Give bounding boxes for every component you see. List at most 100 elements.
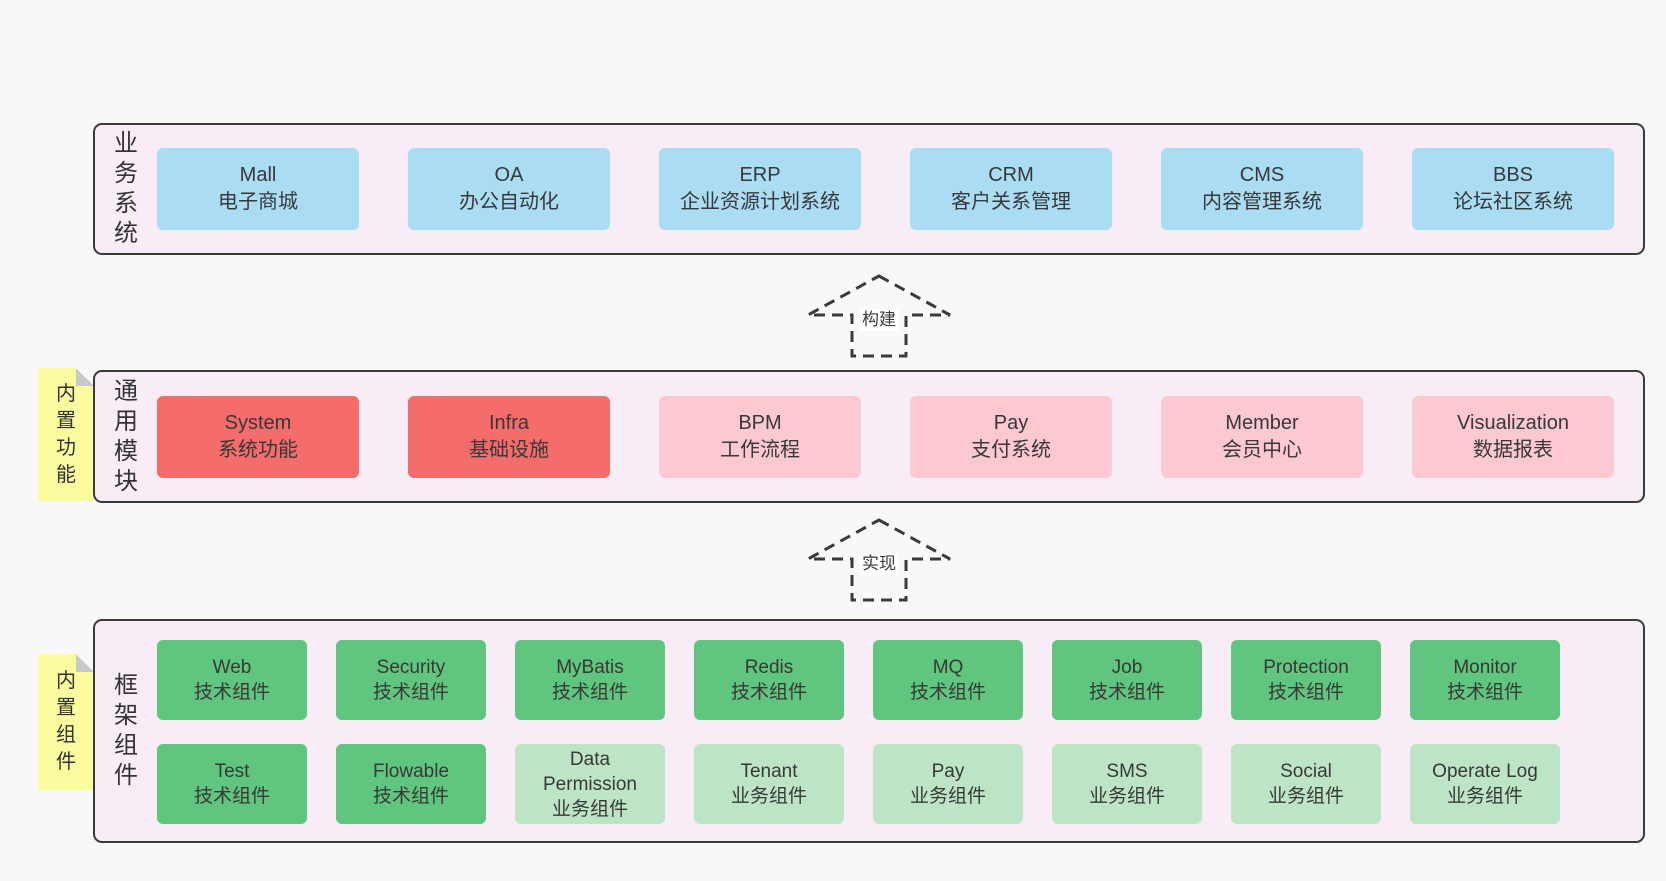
box-subtitle: 业务组件 [730, 786, 807, 807]
module-box: Infra 基础设施 [408, 395, 610, 478]
box-subtitle: 技术组件 [730, 682, 807, 703]
system-box: CMS 内容管理系统 [1161, 148, 1363, 230]
box-subtitle: 数据报表 [1473, 438, 1553, 461]
box-title: Protection [1263, 657, 1349, 678]
box-subtitle: 内容管理系统 [1202, 191, 1322, 213]
box-subtitle: 业务组件 [1088, 786, 1165, 807]
component-box: Operate Log 业务组件 [1410, 744, 1560, 824]
box-subtitle: 论坛社区系统 [1453, 191, 1573, 213]
box-title: Data Permission [543, 748, 637, 795]
box-title: Visualization [1457, 411, 1569, 434]
box-title: Security [376, 657, 446, 678]
system-box: CRM 客户关系管理 [910, 148, 1112, 230]
box-subtitle: 技术组件 [372, 682, 449, 703]
biz-components-row: Test 技术组件 Flowable 技术组件 Data Permission … [157, 744, 1615, 824]
box-subtitle: 电子商城 [218, 191, 298, 213]
box-title: Pay [993, 411, 1029, 434]
box-title: Web [212, 657, 252, 678]
arrow-label: 构建 [860, 309, 898, 331]
dashed-up-arrow-icon [807, 518, 951, 602]
component-box: MQ 技术组件 [873, 640, 1023, 720]
box-subtitle: 技术组件 [1446, 682, 1523, 703]
module-box: System 系统功能 [157, 395, 359, 478]
box-title: CMS [1239, 164, 1285, 186]
box-subtitle: 技术组件 [551, 682, 628, 703]
box-title: SMS [1106, 761, 1148, 782]
box-subtitle: 业务组件 [1267, 786, 1344, 807]
module-box: Visualization 数据报表 [1412, 395, 1614, 478]
system-box: ERP 企业资源计划系统 [659, 148, 861, 230]
module-box: Pay 支付系统 [910, 395, 1112, 478]
box-title: BPM [738, 411, 782, 434]
component-box: SMS 业务组件 [1052, 744, 1202, 824]
band-label-col: 框架组件 [95, 621, 157, 841]
box-title: OA [494, 164, 524, 186]
note-label: 内置功能 [56, 382, 76, 486]
component-box: Security 技术组件 [336, 640, 486, 720]
component-box: Job 技术组件 [1052, 640, 1202, 720]
implement-arrow: 实现 [804, 517, 954, 603]
box-subtitle: 业务组件 [551, 798, 628, 820]
sticky-note-built-in-features: 内置功能 [38, 368, 94, 501]
box-subtitle: 基础设施 [469, 438, 549, 461]
box-subtitle: 客户关系管理 [951, 191, 1071, 213]
component-box: Flowable 技术组件 [336, 744, 486, 824]
box-title: Member [1225, 411, 1299, 434]
box-title: System [224, 411, 292, 434]
band-business-systems: 业务系统 Mall 电子商城 OA 办公自动化 ERP 企业资源计划系统 [93, 123, 1645, 255]
band-label: 业务系统 [114, 130, 138, 247]
box-title: MyBatis [556, 657, 624, 678]
box-subtitle: 业务组件 [909, 786, 986, 807]
box-subtitle: 会员中心 [1222, 438, 1302, 461]
box-title: CRM [988, 164, 1034, 186]
dashed-up-arrow-icon [807, 274, 951, 358]
box-subtitle: 企业资源计划系统 [680, 191, 840, 213]
framework-components-rows: Web 技术组件 Security 技术组件 MyBatis 技术组件 [157, 621, 1643, 841]
band-label-col: 通用模块 [95, 372, 157, 501]
box-subtitle: 技术组件 [372, 786, 449, 807]
component-box: Test 技术组件 [157, 744, 307, 824]
box-title: MQ [932, 657, 964, 678]
box-title: Infra [488, 411, 530, 434]
box-subtitle: 系统功能 [218, 438, 298, 461]
box-subtitle: 技术组件 [193, 682, 270, 703]
note-label: 内置组件 [56, 670, 76, 773]
band-framework-components: 框架组件 Web 技术组件 Security 技术组件 MyBati [93, 619, 1645, 843]
system-box: Mall 电子商城 [157, 148, 359, 230]
component-box: Tenant 业务组件 [694, 744, 844, 824]
box-title: Mall [239, 164, 277, 186]
band-common-modules: 通用模块 System 系统功能 Infra 基础设施 BPM 工作流程 [93, 370, 1645, 503]
box-title: Monitor [1453, 657, 1517, 678]
box-subtitle: 技术组件 [1088, 682, 1165, 703]
band-label: 通用模块 [114, 377, 138, 495]
module-box: BPM 工作流程 [659, 395, 861, 478]
box-subtitle: 办公自动化 [459, 191, 559, 213]
box-subtitle: 技术组件 [1267, 682, 1344, 703]
folded-corner-icon [76, 654, 94, 672]
common-modules-row: System 系统功能 Infra 基础设施 BPM 工作流程 Pay 支付系统 [157, 372, 1649, 501]
business-systems-row: Mall 电子商城 OA 办公自动化 ERP 企业资源计划系统 CRM 客户关系… [157, 125, 1649, 253]
build-arrow: 构建 [804, 273, 954, 359]
box-title: Social [1280, 761, 1332, 782]
component-box: Data Permission 业务组件 [515, 744, 665, 824]
component-box: Redis 技术组件 [694, 640, 844, 720]
band-label: 框架组件 [114, 672, 138, 789]
box-subtitle: 工作流程 [720, 438, 800, 461]
tech-components-row: Web 技术组件 Security 技术组件 MyBatis 技术组件 [157, 640, 1615, 720]
component-box: Web 技术组件 [157, 640, 307, 720]
component-box: Social 业务组件 [1231, 744, 1381, 824]
box-title: Job [1111, 657, 1143, 678]
arrow-label: 实现 [860, 553, 898, 575]
system-box: OA 办公自动化 [408, 148, 610, 230]
component-box: Pay 业务组件 [873, 744, 1023, 824]
folded-corner-icon [76, 368, 94, 386]
box-subtitle: 业务组件 [1446, 786, 1523, 807]
box-title: Flowable [372, 761, 450, 782]
box-title: Tenant [740, 761, 798, 782]
box-title: Pay [931, 761, 965, 782]
component-box: MyBatis 技术组件 [515, 640, 665, 720]
component-box: Monitor 技术组件 [1410, 640, 1560, 720]
box-title: Operate Log [1432, 761, 1538, 782]
system-box: BBS 论坛社区系统 [1412, 148, 1614, 230]
